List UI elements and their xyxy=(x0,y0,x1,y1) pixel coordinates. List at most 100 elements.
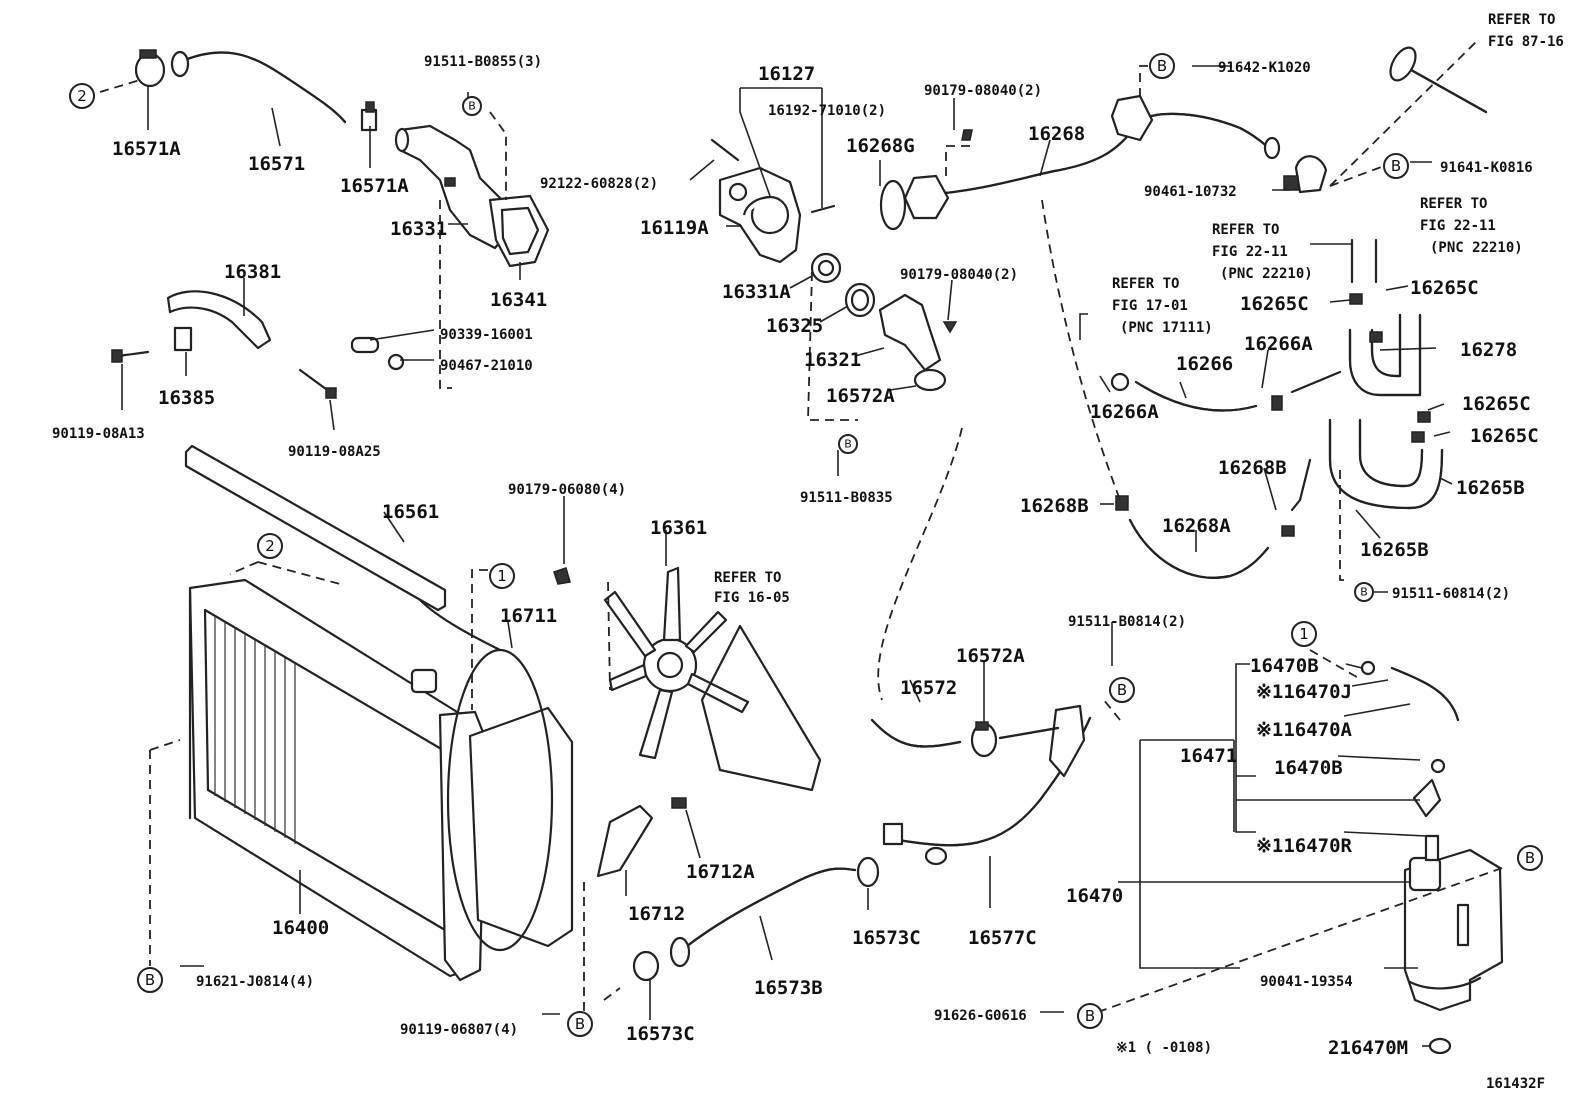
label-16400: 16400 xyxy=(272,917,329,939)
label-91642-k1020: 91642-K1020 xyxy=(1218,60,1311,76)
label-16571a: 16571A xyxy=(340,175,409,197)
refer-to-fig22-line2: FIG 22-11 xyxy=(1420,218,1496,234)
label-16325: 16325 xyxy=(766,315,823,337)
label-16711: 16711 xyxy=(500,605,557,627)
marker-two: 2 xyxy=(77,87,87,105)
label-16572a: 16572A xyxy=(956,645,1025,667)
label-16265c: 16265C xyxy=(1462,393,1531,415)
label-90461-10732: 90461-10732 xyxy=(1144,184,1237,200)
label-91621-j0814: 91621-J0814(4) xyxy=(196,974,314,990)
label-16573c: 16573C xyxy=(852,927,921,949)
marker-b: B xyxy=(468,100,476,113)
marker-b: B xyxy=(1391,157,1401,175)
footnote: ※1 ( -0108) xyxy=(1116,1040,1212,1056)
label-16266a: 16266A xyxy=(1244,333,1313,355)
label-90339-16001: 90339-16001 xyxy=(440,327,533,343)
label-90467-21010: 90467-21010 xyxy=(440,358,533,374)
label-16561: 16561 xyxy=(382,501,439,523)
label-90179-06080: 90179-06080(4) xyxy=(508,482,626,498)
label-91511-b0855: 91511-B0855(3) xyxy=(424,54,542,70)
label-16573c: 16573C xyxy=(626,1023,695,1045)
label-16341: 16341 xyxy=(490,289,547,311)
marker-b: B xyxy=(1085,1007,1095,1025)
label-91626-g0616: 91626-G0616 xyxy=(934,1008,1027,1024)
marker-b: B xyxy=(844,438,852,451)
refer-to-fig22-line3: (PNC 22210) xyxy=(1430,240,1523,256)
label-16361: 16361 xyxy=(650,517,707,539)
label-16268b: 16268B xyxy=(1020,495,1089,517)
refer-to-fig22-line2: FIG 22-11 xyxy=(1212,244,1288,260)
label-16577c: 16577C xyxy=(968,927,1037,949)
label-16321: 16321 xyxy=(804,349,861,371)
dashed-connectors xyxy=(99,39,1503,1013)
refer-to-fig17-line1: REFER TO xyxy=(1112,276,1179,292)
refer-to-fig17-line2: FIG 17-01 xyxy=(1112,298,1188,314)
label-16265b: 16265B xyxy=(1360,539,1429,561)
label-91511-60814: 91511-60814(2) xyxy=(1392,586,1510,602)
label-91511-b0835: 91511-B0835 xyxy=(800,490,893,506)
label-216470m: 216470M xyxy=(1328,1037,1408,1059)
label-90119-08a13: 90119-08A13 xyxy=(52,426,145,442)
refer-to-fig22-line3: (PNC 22210) xyxy=(1220,266,1313,282)
label-16331a: 16331A xyxy=(722,281,791,303)
label-16470r: ※116470R xyxy=(1256,835,1353,857)
part-labels: 16571A 16571 16571A 91511-B0855(3) 16331… xyxy=(52,54,1545,1092)
refer-to-fig22-line1: REFER TO xyxy=(1420,196,1487,212)
marker-b: B xyxy=(1117,681,1127,699)
label-16268: 16268 xyxy=(1028,123,1085,145)
label-92122-60828: 92122-60828(2) xyxy=(540,176,658,192)
label-16571: 16571 xyxy=(248,153,305,175)
label-91641-k0816: 91641-K0816 xyxy=(1440,160,1533,176)
diagram-id: 161432F xyxy=(1486,1076,1545,1092)
label-16572a: 16572A xyxy=(826,385,895,407)
marker-b: B xyxy=(1157,57,1167,75)
label-91511-b0814: 91511-B0814(2) xyxy=(1068,614,1186,630)
label-90041-19354: 90041-19354 xyxy=(1260,974,1353,990)
label-16192-71010: 16192-71010(2) xyxy=(768,103,886,119)
marker-one: 1 xyxy=(1299,625,1309,643)
label-16268b: 16268B xyxy=(1218,457,1287,479)
refer-to-notes: REFER TO FIG 87-16 REFER TO FIG 22-11 (P… xyxy=(714,12,1564,606)
label-16712: 16712 xyxy=(628,903,685,925)
circle-markers: 2 2 1 1 B B B B B B B B B B xyxy=(69,53,1543,1037)
refer-to-fig17-line3: (PNC 17111) xyxy=(1120,320,1213,336)
label-16266: 16266 xyxy=(1176,353,1233,375)
marker-one: 1 xyxy=(497,567,507,585)
label-16470j: ※116470J xyxy=(1256,681,1352,703)
label-90119-06807: 90119-06807(4) xyxy=(400,1022,518,1038)
marker-two: 2 xyxy=(265,537,275,555)
label-16265b: 16265B xyxy=(1456,477,1525,499)
label-90179-08040: 90179-08040(2) xyxy=(900,267,1018,283)
refer-to-fig16-line1: REFER TO xyxy=(714,570,781,586)
label-16470b: 16470B xyxy=(1250,655,1319,677)
marker-b: B xyxy=(145,971,155,989)
refer-to-fig87-line1: REFER TO xyxy=(1488,12,1555,28)
label-16381: 16381 xyxy=(224,261,281,283)
label-16470: 16470 xyxy=(1066,885,1123,907)
marker-b: B xyxy=(575,1015,585,1033)
label-16385: 16385 xyxy=(158,387,215,409)
label-16265c: 16265C xyxy=(1470,425,1539,447)
label-16268a: 16268A xyxy=(1162,515,1231,537)
label-16470b: 16470B xyxy=(1274,757,1343,779)
label-16331: 16331 xyxy=(390,218,447,240)
label-16265c: 16265C xyxy=(1240,293,1309,315)
label-16573b: 16573B xyxy=(754,977,823,999)
label-16119a: 16119A xyxy=(640,217,709,239)
part-drawings xyxy=(111,46,1504,1055)
label-16471: 16471 xyxy=(1180,745,1237,767)
marker-b: B xyxy=(1525,849,1535,867)
marker-b: B xyxy=(1360,586,1368,599)
label-90119-08a25: 90119-08A25 xyxy=(288,444,381,460)
label-16268g: 16268G xyxy=(846,135,915,157)
label-16470a: ※116470A xyxy=(1256,719,1353,741)
label-16127: 16127 xyxy=(758,63,815,85)
label-16712a: 16712A xyxy=(686,861,755,883)
refer-to-fig87-line2: FIG 87-16 xyxy=(1488,34,1564,50)
label-90179-08040: 90179-08040(2) xyxy=(924,83,1042,99)
label-16278: 16278 xyxy=(1460,339,1517,361)
refer-to-fig22-line1: REFER TO xyxy=(1212,222,1279,238)
label-16266a: 16266A xyxy=(1090,401,1159,423)
label-16571a: 16571A xyxy=(112,138,181,160)
